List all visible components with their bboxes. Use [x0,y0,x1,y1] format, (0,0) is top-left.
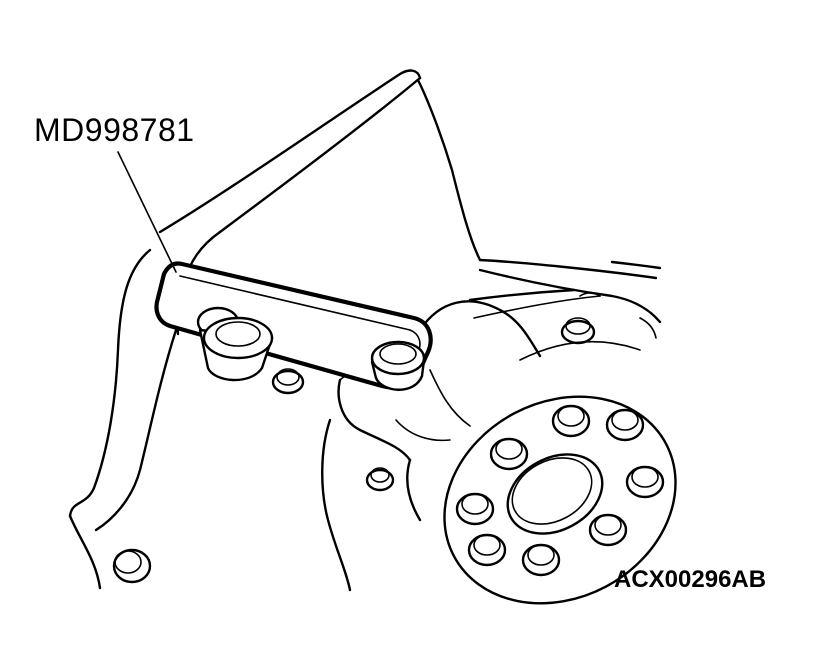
tool-bolt-left [196,306,274,382]
tool-number-label: MD998781 [34,112,195,148]
housing-bolt-lower-left [112,548,152,584]
bolt-7 [455,492,495,526]
housing-bolt-left [365,467,395,492]
bolt-8 [489,437,529,471]
housing-bolt-upper [560,317,596,345]
housing-bolts [112,317,596,584]
callout-leader [117,151,177,273]
figure-code: ACX00296AB [614,566,767,593]
bolt-6 [467,533,507,567]
flywheel-bolts [455,404,665,577]
housing-bolt-middle [271,368,305,395]
bolt-4 [588,513,628,547]
bolt-2 [605,408,645,442]
bolt-3 [625,465,665,499]
bolt-5 [521,543,561,577]
flywheel-stopper-tool [154,261,433,391]
flywheel-flange [443,395,677,605]
tool-bolt-right [370,340,426,391]
bolt-1 [551,404,591,438]
